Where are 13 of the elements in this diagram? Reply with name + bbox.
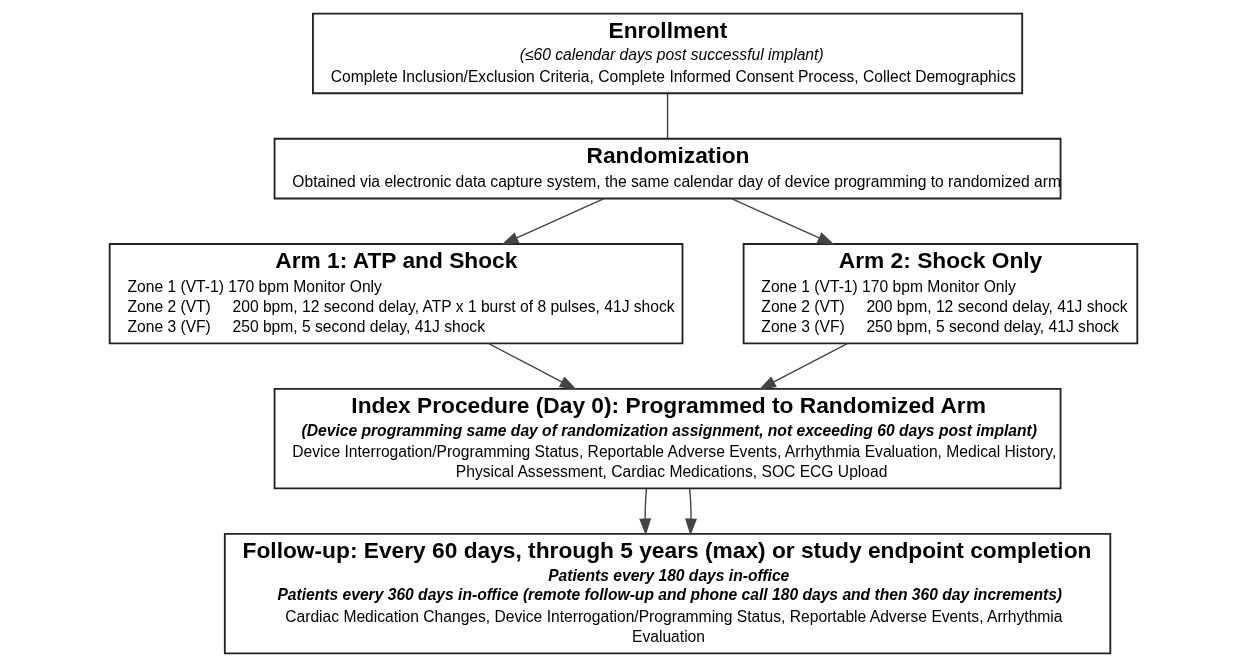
arrow bbox=[730, 198, 834, 245]
node-box: Follow-up: Every 60 days, through 5 years (max) or study endpoint completion Patients every 180 days in-office Patients every 360 days in-office (remote follow-up and phone call 180 days and then 360 day increments) Cardiac Medication Changes, Device Interrogation/Programming Status, Reportable Adverse Events, Arrhythmia Evaluation bbox=[223, 533, 1111, 655]
node-box: Arm 1: ATP and Shock Zone 1 (VT-1) 170 bpm Monitor Only Zone 2 (VT) 200 bpm, 12 second delay, ATP x 1 burst of 8 pulses, 41J shock Zone 3 (VF) 250 bpm, 5 second delay, 41J shock bbox=[108, 243, 683, 345]
node-box: Arm 2: Shock Only Zone 1 (VT-1) 170 bpm Monitor Only Zone 2 (VT) 200 bpm, 12 second delay, 41J shock Zone 3 (VF) 250 bpm, 5 second delay, 41J shock bbox=[742, 243, 1138, 345]
arrow bbox=[684, 487, 697, 536]
node-box: Randomization Obtained via electronic data capture system, the same calendar day of device programming to randomized arm bbox=[273, 137, 1061, 200]
arrow bbox=[638, 487, 651, 536]
node-box: Enrollment (≤60 calendar days post successful implant) Complete Inclusion/Exclusion Criteria, Complete Informed Consent Process, Collect Demographics bbox=[311, 12, 1023, 95]
arrow bbox=[500, 198, 605, 245]
arrow bbox=[758, 342, 848, 390]
arrow bbox=[487, 342, 577, 390]
node-box: Index Procedure (Day 0): Programmed to Randomized Arm (Device programming same day of randomization assignment, not exceeding 60 days post implant) Device Interrogation/Programming Status, Reportable Adverse Events, Arrhythmia Evaluation, Medical History, Physical Assessment, Cardiac Medications, SOC ECG Upload bbox=[273, 388, 1061, 490]
connector bbox=[666, 92, 668, 140]
